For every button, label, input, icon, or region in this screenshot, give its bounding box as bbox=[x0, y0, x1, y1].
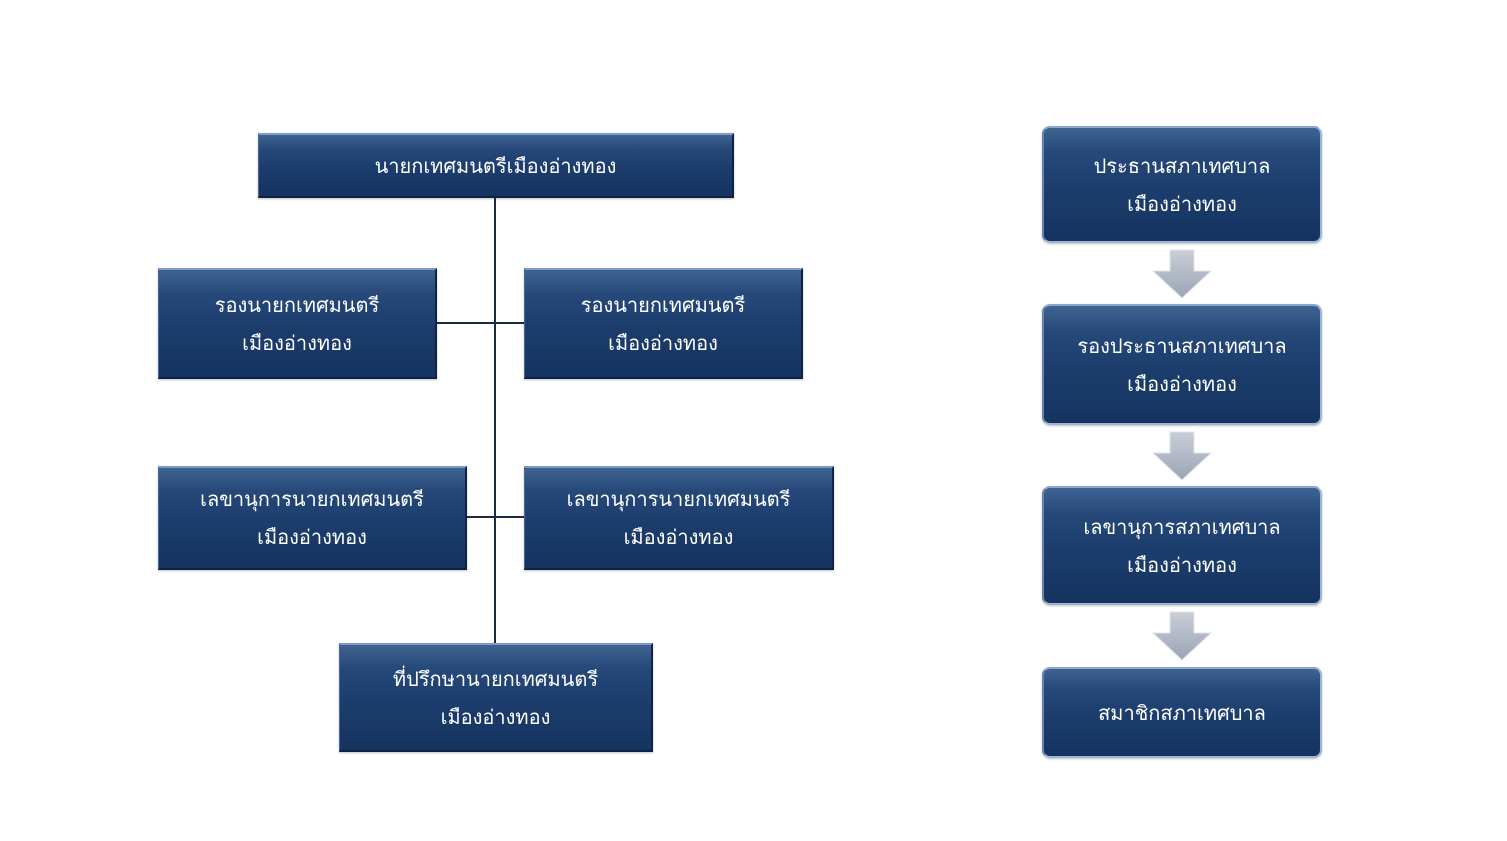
mayor-advisor-title: ที่ปรึกษานายกเทศมนตรี bbox=[392, 666, 599, 691]
mayor-advisor-city: เมืองอ่างทอง bbox=[440, 704, 551, 729]
mayor-secretary-right-title: เลขานุการนายกเทศมนตรี bbox=[566, 487, 791, 511]
council-secretary-title: เลขานุการสภาเทศบาล bbox=[1083, 514, 1281, 539]
council-vice-president-city: เมืองอ่างทอง bbox=[1127, 371, 1237, 396]
mayor-secretary-left-city: เมืองอ่างทอง bbox=[257, 525, 367, 549]
council-member-box: สมาชิกสภาเทศบาล bbox=[1042, 667, 1322, 758]
mayor-secretary-right-city: เมืองอ่างทอง bbox=[623, 525, 734, 549]
connector-vertical-trunk bbox=[494, 198, 496, 643]
deputy-mayor-right-city: เมืองอ่างทอง bbox=[608, 330, 718, 355]
council-member-title: สมาชิกสภาเทศบาล bbox=[1098, 700, 1266, 725]
council-vice-president-title: รองประธานสภาเทศบาล bbox=[1077, 333, 1287, 358]
mayor-box: นายกเทศมนตรีเมืองอ่างทอง bbox=[258, 133, 734, 198]
mayor-secretary-right-box: เลขานุการนายกเทศมนตรี เมืองอ่างทอง bbox=[524, 466, 834, 570]
down-arrow-icon bbox=[1152, 611, 1212, 661]
mayor-label: นายกเทศมนตรีเมืองอ่างทอง bbox=[374, 153, 617, 178]
council-president-title: ประธานสภาเทศบาล bbox=[1093, 153, 1271, 178]
connector-secretary-right bbox=[496, 516, 524, 518]
deputy-mayor-left-box: รองนายกเทศมนตรี เมืองอ่างทอง bbox=[158, 268, 437, 379]
connector-secretary-left bbox=[467, 516, 494, 518]
deputy-mayor-right-title: รองนายกเทศมนตรี bbox=[580, 292, 746, 317]
down-arrow-icon bbox=[1152, 431, 1212, 481]
council-president-city: เมืองอ่างทอง bbox=[1127, 191, 1237, 216]
mayor-advisor-box: ที่ปรึกษานายกเทศมนตรี เมืองอ่างทอง bbox=[339, 643, 653, 752]
mayor-secretary-left-title: เลขานุการนายกเทศมนตรี bbox=[200, 487, 424, 511]
deputy-mayor-left-title: รองนายกเทศมนตรี bbox=[214, 292, 380, 317]
deputy-mayor-left-city: เมืองอ่างทอง bbox=[242, 330, 352, 355]
connector-deputy-right bbox=[496, 322, 524, 324]
council-president-box: ประธานสภาเทศบาล เมืองอ่างทอง bbox=[1042, 126, 1322, 243]
deputy-mayor-right-box: รองนายกเทศมนตรี เมืองอ่างทอง bbox=[524, 268, 803, 379]
council-secretary-city: เมืองอ่างทอง bbox=[1127, 552, 1237, 577]
council-vice-president-box: รองประธานสภาเทศบาล เมืองอ่างทอง bbox=[1042, 304, 1322, 425]
council-secretary-box: เลขานุการสภาเทศบาล เมืองอ่างทอง bbox=[1042, 486, 1322, 605]
mayor-secretary-left-box: เลขานุการนายกเทศมนตรี เมืองอ่างทอง bbox=[158, 466, 467, 570]
down-arrow-icon bbox=[1152, 249, 1212, 299]
connector-deputy-left bbox=[437, 322, 494, 324]
